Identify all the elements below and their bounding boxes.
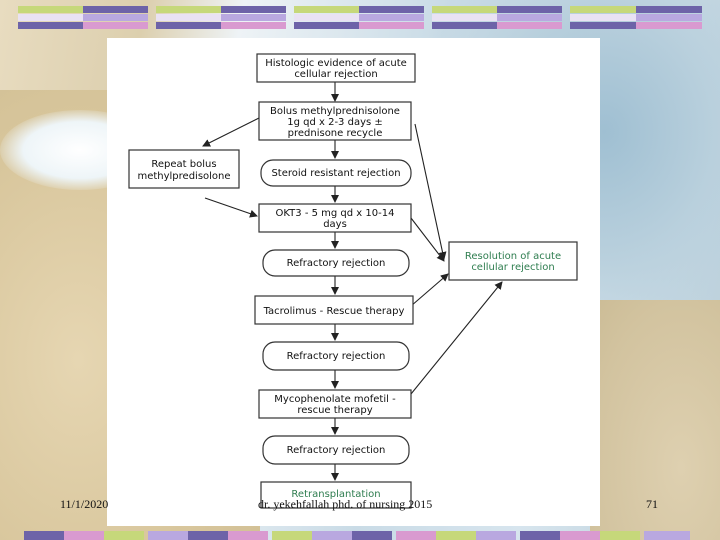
node-refractory-rejection-1: Refractory rejection	[262, 249, 410, 277]
node-mycophenolate: Mycophenolate mofetil - rescue therapy	[258, 389, 412, 419]
top-decorative-bars	[0, 6, 720, 34]
flowchart-figure: Histologic evidence of acute cellular re…	[107, 38, 600, 526]
bar-group	[570, 6, 702, 34]
node-resolution: Resolution of acute cellular rejection	[448, 241, 578, 281]
svg-text:cellular rejection: cellular rejection	[471, 262, 554, 273]
node-retransplantation: Retransplantation	[260, 481, 412, 509]
svg-text:Refractory rejection: Refractory rejection	[287, 351, 386, 362]
svg-text:days: days	[323, 219, 347, 230]
svg-text:OKT3 - 5 mg qd x 10-14: OKT3 - 5 mg qd x 10-14	[276, 208, 395, 219]
bar-group	[294, 6, 424, 34]
footer-author: dr. yekehfallah phd. of nursing 2015	[258, 497, 433, 511]
bar-group	[156, 6, 286, 34]
bottom-decorative-bar	[0, 531, 720, 540]
bar-group	[18, 6, 148, 34]
node-steroid-resistant-rejection: Steroid resistant rejection	[260, 159, 412, 187]
node-refractory-rejection-3: Refractory rejection	[262, 435, 410, 465]
flow-connectors	[202, 82, 503, 481]
svg-text:Tacrolimus - Rescue therapy: Tacrolimus - Rescue therapy	[263, 306, 405, 317]
node-bolus-methylprednisolone: Bolus methylprednisolone 1g qd x 2-3 day…	[258, 101, 412, 141]
svg-text:Resolution of acute: Resolution of acute	[465, 251, 561, 262]
footer-date: 11/1/2020	[60, 497, 109, 511]
svg-text:Steroid resistant rejection: Steroid resistant rejection	[271, 168, 400, 179]
svg-text:Refractory rejection: Refractory rejection	[287, 445, 386, 456]
svg-text:prednisone recycle: prednisone recycle	[288, 128, 383, 139]
svg-text:Repeat bolus: Repeat bolus	[151, 159, 216, 170]
bar-group	[432, 6, 562, 34]
svg-text:Bolus methylprednisolone: Bolus methylprednisolone	[270, 106, 400, 117]
svg-text:rescue therapy: rescue therapy	[297, 405, 372, 416]
beach-sand-background-right	[590, 300, 720, 540]
svg-text:Refractory rejection: Refractory rejection	[287, 258, 386, 269]
svg-text:1g qd x 2-3 days ±: 1g qd x 2-3 days ±	[287, 117, 383, 128]
svg-text:methylpredisolone: methylpredisolone	[137, 171, 230, 182]
node-repeat-bolus: Repeat bolus methylpredisolone	[128, 149, 240, 189]
svg-text:Mycophenolate mofetil -: Mycophenolate mofetil -	[274, 394, 396, 405]
node-okt3: OKT3 - 5 mg qd x 10-14 days	[258, 203, 412, 233]
flowchart: Histologic evidence of acute cellular re…	[128, 53, 578, 509]
svg-text:cellular rejection: cellular rejection	[294, 69, 377, 80]
node-tacrolimus: Tacrolimus - Rescue therapy	[254, 295, 414, 325]
node-histologic-evidence: Histologic evidence of acute cellular re…	[256, 53, 416, 83]
svg-text:Retransplantation: Retransplantation	[291, 489, 380, 500]
node-refractory-rejection-2: Refractory rejection	[262, 341, 410, 371]
svg-text:Histologic evidence of acute: Histologic evidence of acute	[265, 58, 407, 69]
footer-page-number: 71	[646, 497, 658, 511]
